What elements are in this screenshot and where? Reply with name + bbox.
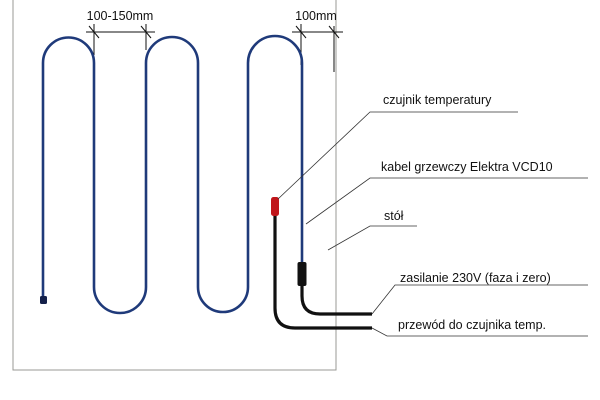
leader-power-supply (371, 284, 588, 315)
label-sensor-wire: przewód do czujnika temp. (398, 318, 546, 332)
dimension-loop-spacing (86, 24, 155, 55)
label-table: stół (384, 209, 404, 223)
leader-table (327, 225, 417, 251)
cable-joint-sleeve (297, 262, 307, 286)
dimension-edge-distance-label: 100mm (295, 9, 337, 23)
sensor-wire (273, 214, 372, 330)
cable-end-cap (40, 296, 47, 304)
label-heating-cable: kabel grzewczy Elektra VCD10 (381, 160, 553, 174)
temperature-sensor (271, 197, 279, 216)
dimension-edge-distance (292, 24, 343, 72)
label-sensor: czujnik temperatury (383, 93, 492, 107)
dimension-loop-spacing-label: 100-150mm (87, 9, 154, 23)
leader-sensor-wire (371, 327, 588, 337)
leader-heating-cable (305, 177, 588, 225)
leader-sensor (277, 111, 518, 200)
heating-cable (41, 34, 304, 315)
table-outline (12, 0, 337, 371)
power-cable (300, 283, 372, 316)
label-power-supply: zasilanie 230V (faza i zero) (400, 271, 551, 285)
